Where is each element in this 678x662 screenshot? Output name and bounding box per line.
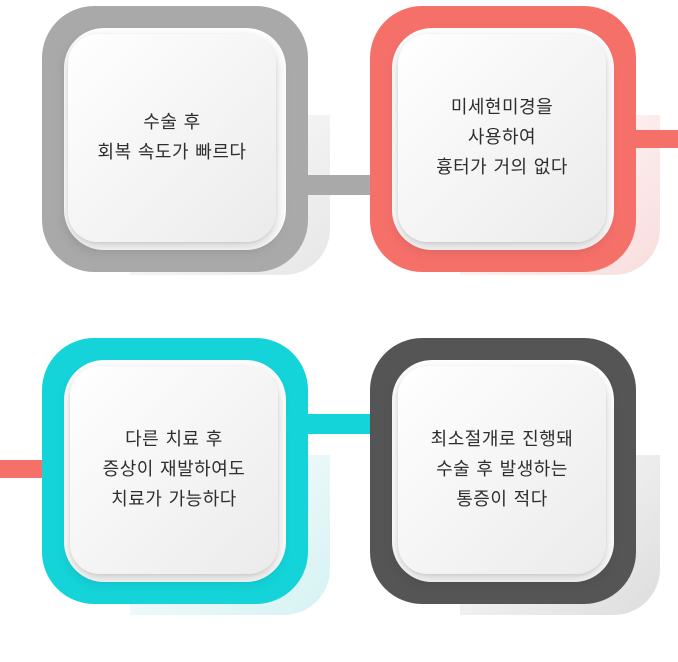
card-bottom-right-line-3: 통증이 적다 [456, 489, 548, 510]
card-top-right-line-3: 흉터가 거의 없다 [436, 157, 568, 178]
card-bottom-left: 다른 치료 후 증상이 재발하여도 치료가 가능하다 [70, 366, 278, 574]
card-top-right: 미세현미경을 사용하여 흉터가 거의 없다 [398, 34, 606, 242]
card-bottom-left-line-3: 치료가 가능하다 [111, 489, 237, 510]
card-bottom-left-line-2: 증상이 재발하여도 [102, 459, 246, 480]
connector-cyan [286, 414, 382, 434]
card-top-right-line-2: 사용하여 [467, 127, 537, 148]
card-top-right-line-1: 미세현미경을 [450, 97, 554, 118]
connector-coral-right [614, 130, 678, 148]
card-top-left-line-2: 회복 속도가 빠르다 [97, 142, 247, 163]
connector-gray [286, 175, 376, 195]
card-bottom-right: 최소절개로 진행돼 수술 후 발생하는 통증이 적다 [398, 366, 606, 574]
card-bottom-right-line-2: 수술 후 발생하는 [436, 459, 568, 480]
card-bottom-right-line-1: 최소절개로 진행돼 [430, 429, 574, 450]
card-top-left: 수술 후 회복 속도가 빠르다 [68, 34, 276, 242]
card-top-left-line-1: 수술 후 [143, 112, 201, 133]
card-bottom-left-line-1: 다른 치료 후 [125, 429, 223, 450]
